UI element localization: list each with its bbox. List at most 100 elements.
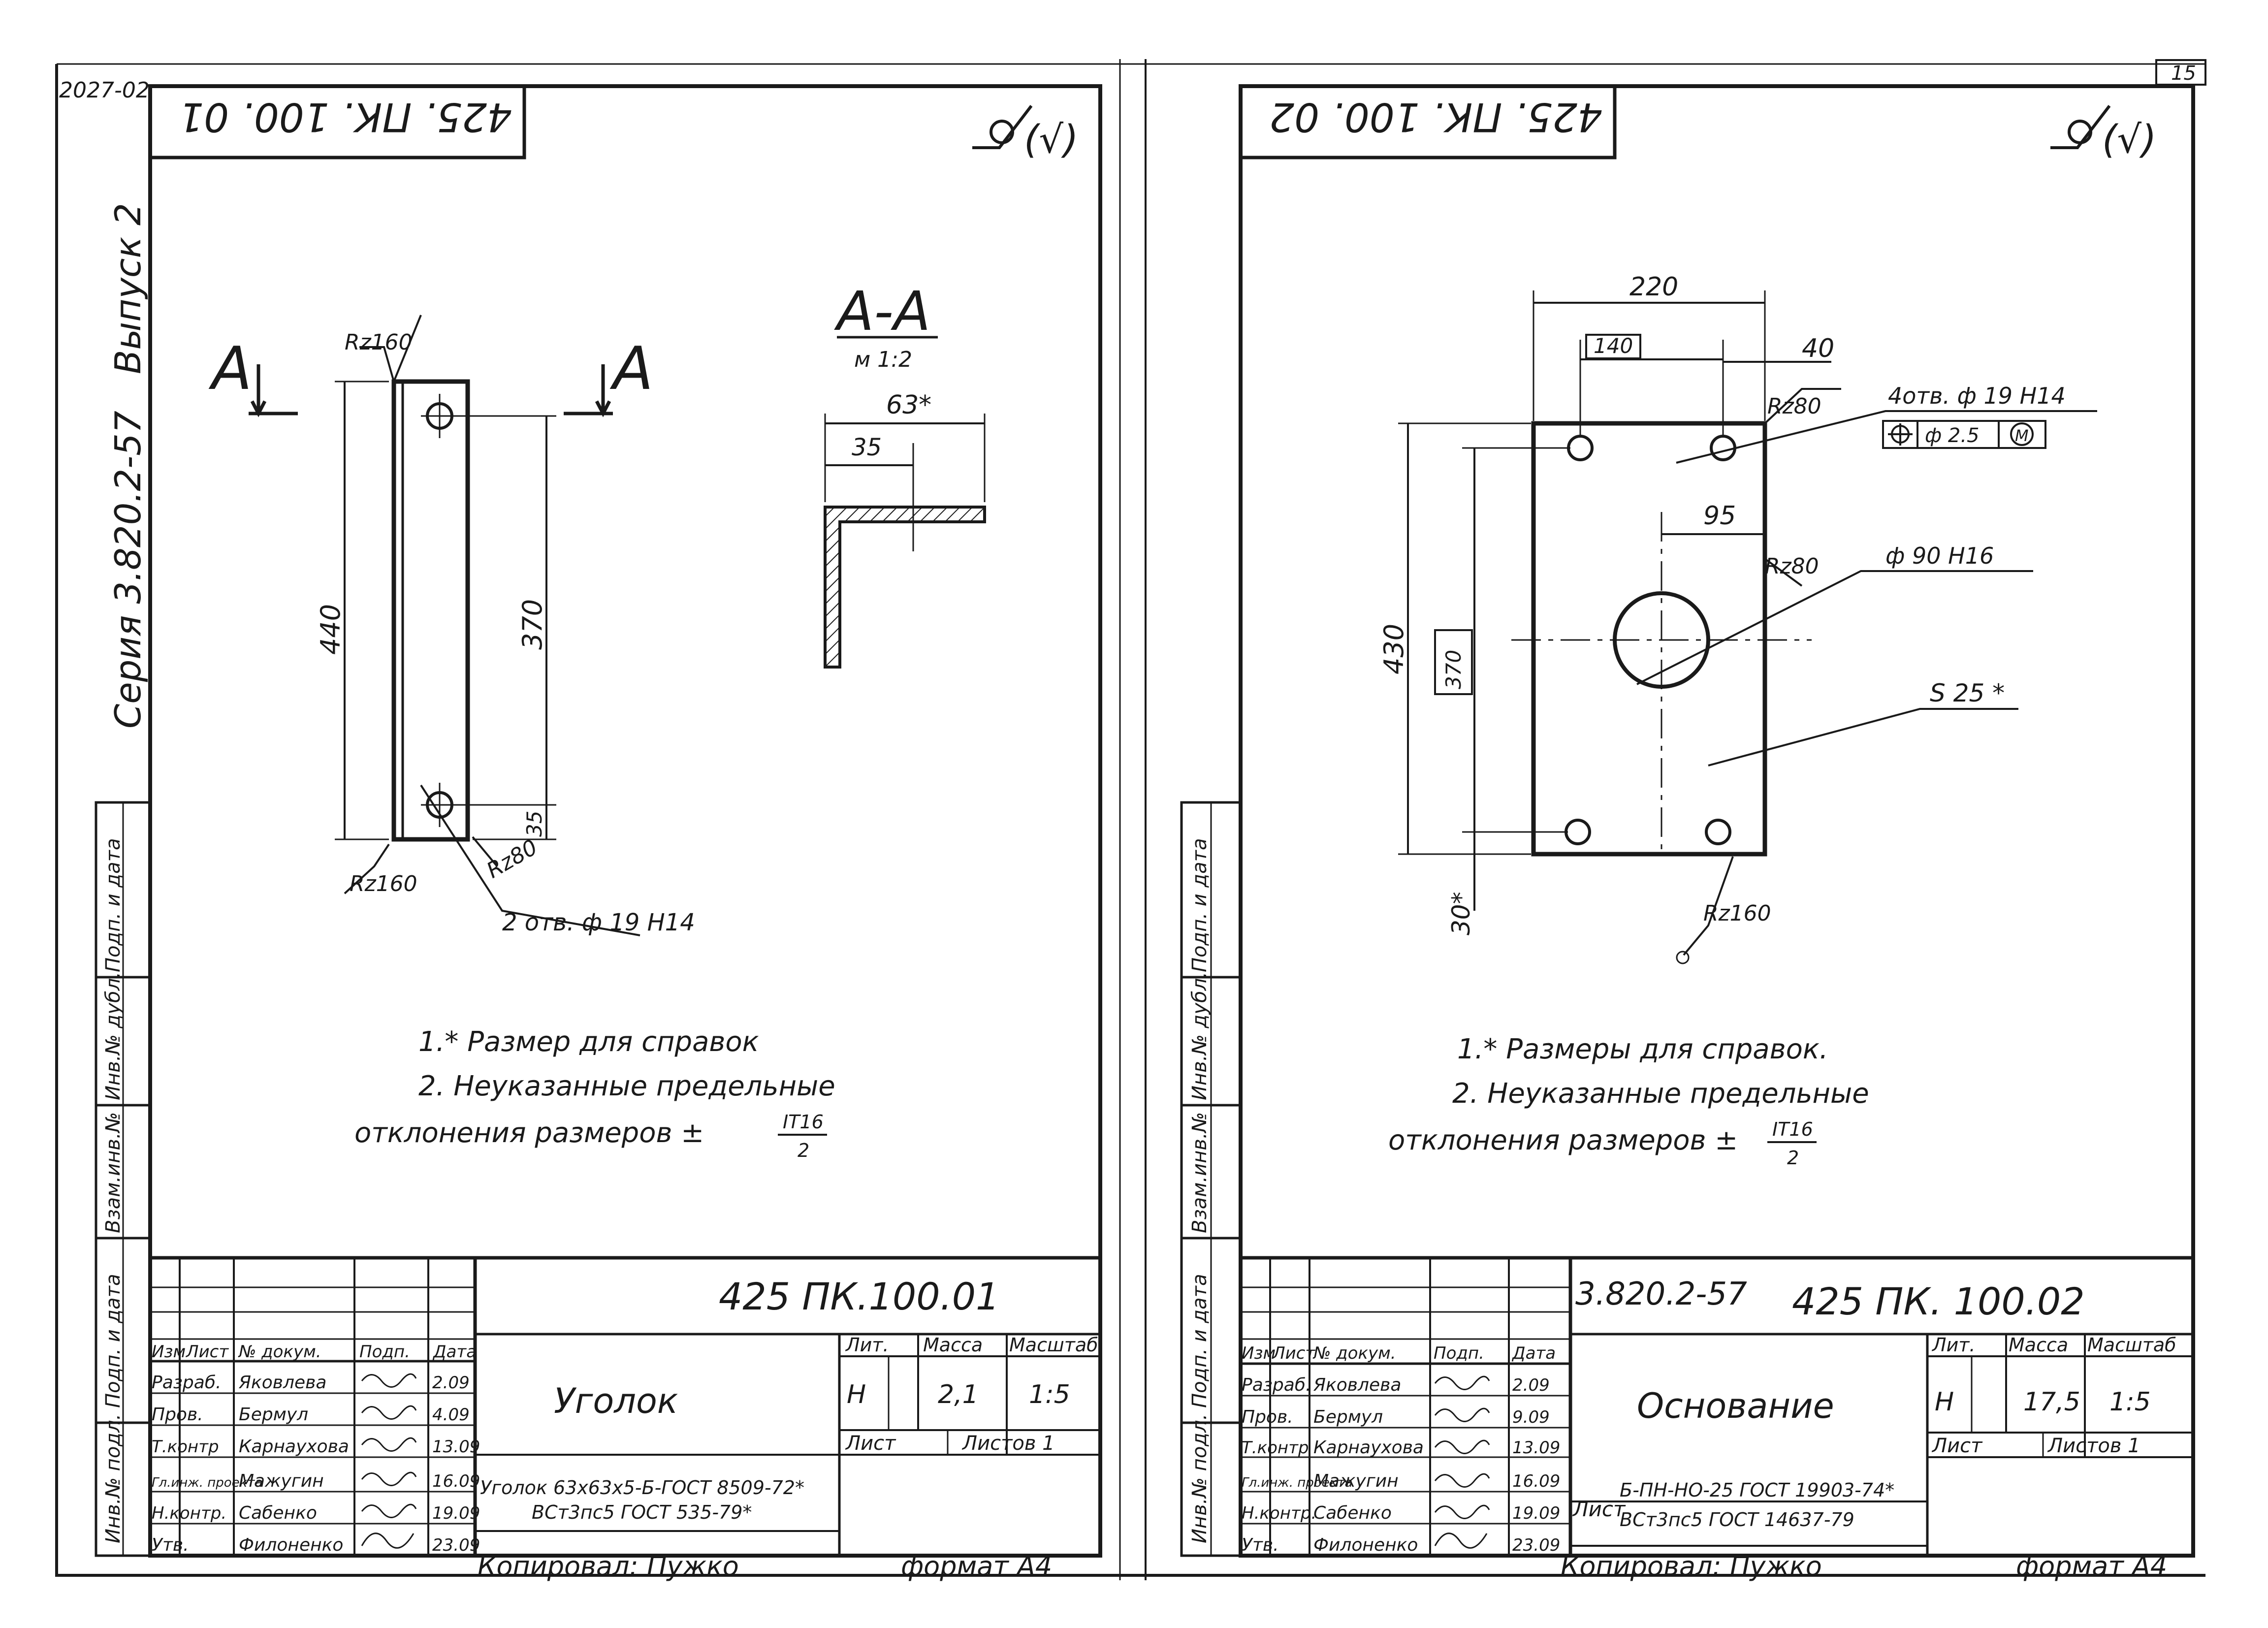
right-rotated-code: 425. ПК. 100. 02 — [1269, 94, 1602, 140]
right-series-code: 3.820.2-57 — [1575, 1276, 1747, 1312]
right-staff-name: Мажугин — [1313, 1471, 1399, 1491]
right-scale: 1:5 — [2109, 1387, 2151, 1417]
right-header-sign: Подп. — [1434, 1343, 1484, 1363]
right-material-1: Б-ПН-НО-25 ГОСТ 19903-74* — [1620, 1479, 1894, 1501]
right-signature-icon — [1434, 1375, 1490, 1549]
right-date: 13.09 — [1512, 1438, 1560, 1458]
left-staff-name: Бермул — [239, 1405, 308, 1425]
corner-code: 2027-02 — [59, 78, 150, 103]
plate-note-3: отклонения размеров ± — [1388, 1124, 1738, 1156]
right-format: формат А4 — [2016, 1551, 2167, 1582]
left-date: 23.09 — [432, 1535, 480, 1555]
plate-note-1: 1.* Размеры для справок. — [1457, 1033, 1828, 1065]
left-date: 4.09 — [432, 1405, 470, 1425]
left-copied-by: Копировал: Пужко — [478, 1551, 739, 1582]
note-2: 2. Неуказанные предельные — [418, 1070, 835, 1102]
right-date: 19.09 — [1512, 1503, 1560, 1523]
left-staff-name: Сабенко — [239, 1503, 317, 1523]
issue-spine-label: Выпуск 2 — [107, 203, 149, 374]
left-staff-name: Филоненко — [239, 1535, 343, 1555]
left-scale: 1:5 — [1029, 1380, 1070, 1409]
right-side-stamp — [1180, 801, 1242, 1557]
right-stamp-podp-2: Подп. и дата — [1188, 838, 1211, 972]
left-lit: Н — [847, 1380, 866, 1409]
right-stamp-dubl: Инв.№ дубл. — [1188, 972, 1211, 1100]
dim-63: 63* — [886, 390, 931, 420]
left-date: 16.09 — [432, 1471, 480, 1491]
left-header-doc: № докум. — [238, 1342, 321, 1362]
right-sheet: 425. ПК. 100. 02 (√) — [1239, 84, 2195, 1582]
right-sheets-count: Листов 1 — [2047, 1435, 2140, 1457]
right-staff-name: Яковлева — [1313, 1375, 1401, 1395]
left-header-sign: Подп. — [359, 1342, 410, 1362]
left-stamp-podp-2: Подп. и дата — [102, 838, 125, 972]
plate-tolerance-num: IT16 — [1772, 1118, 1813, 1140]
left-title-block-grid — [150, 1256, 1100, 1556]
right-staff-name: Сабенко — [1313, 1503, 1392, 1523]
left-date: 2.09 — [432, 1373, 470, 1393]
left-date: 13.09 — [432, 1437, 480, 1457]
right-roughness-symbol: (√) — [2102, 118, 2157, 162]
right-staff-name: Бермул — [1313, 1407, 1383, 1427]
left-sheet-label: Лист — [845, 1432, 896, 1455]
right-role: Разраб. — [1242, 1375, 1311, 1395]
left-role: Н.контр. — [152, 1503, 226, 1523]
right-staff-name: Филоненко — [1313, 1535, 1418, 1555]
dim-40: 40 — [1802, 334, 1834, 363]
right-role: Пров. — [1242, 1407, 1293, 1427]
right-sheet-label: Лист — [1931, 1435, 1983, 1457]
left-designation: 425 ПК.100.01 — [719, 1275, 999, 1318]
plate-tolerance-den: 2 — [1787, 1147, 1799, 1169]
right-part-name: Основание — [1637, 1386, 1834, 1426]
right-copied-by: Копировал: Пужко — [1561, 1551, 1822, 1582]
dim-370: 370 — [517, 599, 548, 650]
right-role: Утв. — [1242, 1535, 1279, 1555]
base-plate-view — [1398, 290, 2097, 964]
roughness-r1: Rz80 — [1767, 394, 1821, 419]
left-sheet: 425. ПК. 100. 01 (√) A A — [148, 84, 1102, 1582]
right-mass-header: Масса — [2009, 1334, 2068, 1356]
left-stamp-vzam: Взам.инв.№ — [102, 1112, 125, 1233]
note-3: отклонения размеров ± — [354, 1117, 704, 1149]
right-header-doc: № докум. — [1312, 1343, 1396, 1363]
left-role: Разраб. — [152, 1373, 221, 1393]
left-header-date: Дата — [432, 1342, 477, 1362]
right-staff-rows: Разраб. Яковлева 2.09 Пров. Бермул 9.09 … — [1242, 1375, 1560, 1555]
note-1: 1.* Размер для справок — [418, 1026, 759, 1058]
roughness-bottom-label: Rz160 — [350, 871, 417, 896]
dim-35: 35 — [522, 811, 546, 837]
position-tolerance-modifier: М — [2015, 426, 2029, 445]
right-stamp-vzam: Взам.инв.№ — [1188, 1112, 1211, 1233]
left-staff-rows: Разраб. Яковлева 2.09 Пров. Бермул 4.09 … — [152, 1373, 480, 1555]
roughness-bottom-plate: Rz160 — [1703, 901, 1771, 926]
right-header-izm: Изм — [1242, 1343, 1276, 1363]
section-title: А-А — [834, 280, 930, 343]
left-material-2: ВСт3пс5 ГОСТ 535-79* — [532, 1501, 752, 1523]
right-staff-name: Карнаухова — [1313, 1437, 1424, 1458]
right-designation: 425 ПК. 100.02 — [1792, 1279, 2085, 1323]
right-stamp-podp-1: Подп. и дата — [1188, 1274, 1211, 1408]
series-spine-label: Серия 3.820.2-57 — [107, 411, 149, 729]
right-scale-header: Масштаб — [2087, 1334, 2176, 1356]
dim-370-plate: 370 — [1441, 650, 1466, 689]
left-stamp-inv-podl: Инв.№ подл. — [102, 1414, 125, 1543]
left-staff-name: Яковлева — [238, 1373, 326, 1393]
plate-note-2: 2. Неуказанные предельные — [1452, 1078, 1869, 1110]
angle-front-view — [335, 315, 640, 936]
left-signature-icon — [361, 1373, 417, 1549]
left-header-list: Лист — [185, 1342, 229, 1362]
roughness-top-label: Rz160 — [345, 330, 413, 355]
left-rotated-code: 425. ПК. 100. 01 — [179, 94, 512, 140]
right-mass: 17,5 — [2023, 1387, 2080, 1417]
left-stamp-dubl: Инв.№ дубл. — [102, 972, 125, 1100]
right-date: 9.09 — [1512, 1407, 1550, 1427]
dim-440: 440 — [315, 604, 346, 655]
right-stamp-inv-podl: Инв.№ подл. — [1188, 1414, 1211, 1543]
dim-35-section: 35 — [852, 434, 882, 461]
dim-30: 30* — [1447, 892, 1475, 935]
left-format: формат А4 — [901, 1551, 1052, 1582]
page-number: 15 — [2171, 62, 2196, 85]
left-lit-header: Лит. — [845, 1334, 889, 1356]
right-title-block-grid — [1241, 1256, 2193, 1556]
left-header-izm: Изм — [152, 1342, 186, 1362]
